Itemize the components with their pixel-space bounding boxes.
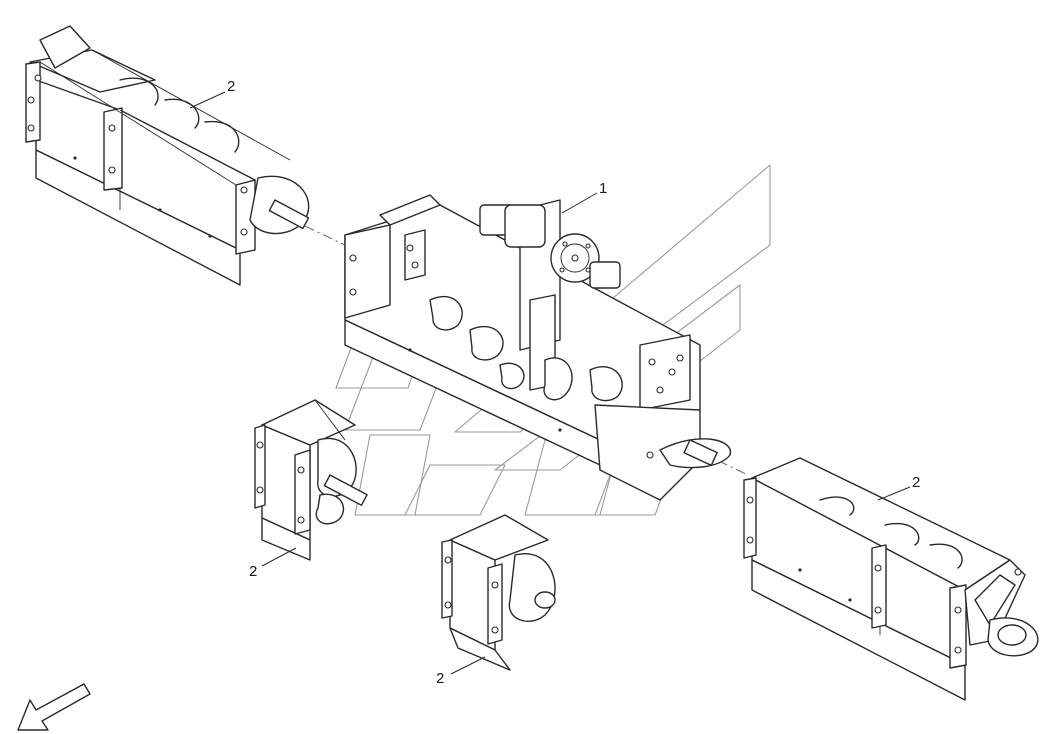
- center-short-section: [441, 514, 556, 671]
- callout-center-short-section: 2: [436, 670, 444, 687]
- callout-left-long-section: 2: [227, 78, 235, 95]
- callout-left-short-section: 2: [249, 563, 257, 580]
- right-long-section: [743, 457, 1039, 701]
- callout-right-long-section: 2: [912, 474, 920, 491]
- callout-leaders: [189, 91, 911, 675]
- left-long-section: [25, 25, 310, 286]
- callout-labels: 2 1 2 2 2: [227, 78, 920, 687]
- callout-center-auger-assembly: 1: [599, 180, 607, 197]
- center-auger-assembly: [344, 194, 732, 501]
- left-short-section: [254, 399, 368, 561]
- orientation-arrow-icon: [17, 683, 91, 731]
